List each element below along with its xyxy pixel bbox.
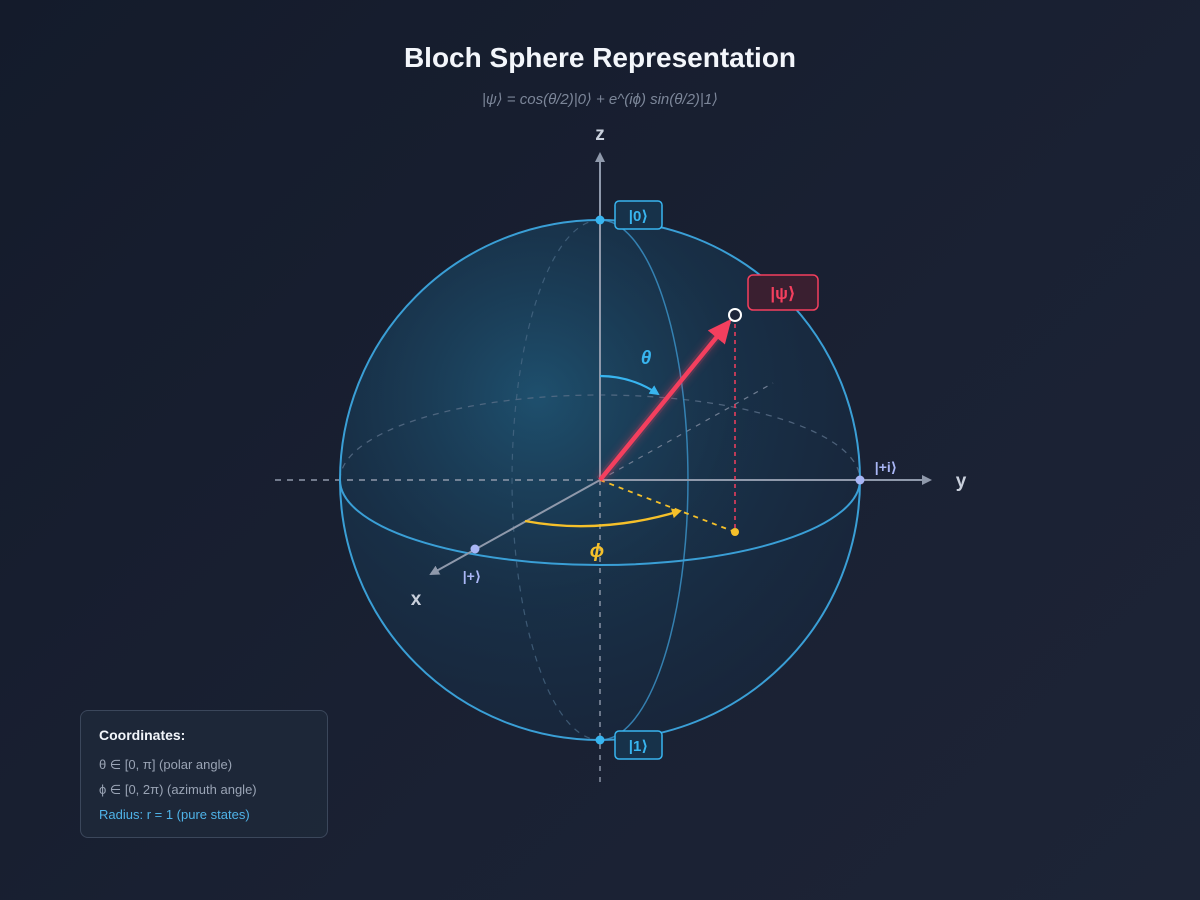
ket0-point [595,215,605,225]
meridian-back [511,219,601,741]
ket0-label: |0⟩ [629,208,648,225]
x-axis-label: x [411,589,422,610]
state-vector [598,318,732,482]
theta-label: θ [641,348,652,369]
phi-arc [524,508,682,528]
theta-range-text: θ ∈ [0, π] (polar angle) [99,757,233,772]
phi-label: ϕ [590,541,604,562]
state-equation: |ψ⟩ = cos(θ/2)|0⟩ + e^(iϕ) sin(θ/2)|1⟩ [481,91,719,108]
phi-range-text: ϕ ∈ [0, 2π) (azimuth angle) [99,782,257,797]
page-title: Bloch Sphere Representation [403,42,797,73]
x-axis [429,479,601,575]
ket1-label: |1⟩ [629,738,648,755]
y-axis-label: y [956,471,967,492]
plus-i-label: |+i⟩ [875,459,897,475]
ket1-point [595,735,605,745]
plus-label: |+⟩ [463,568,482,584]
theta-arc [599,374,660,396]
ket0-badge [614,200,663,230]
plus-i-point [855,475,865,485]
z-axis-label: z [595,124,605,145]
psi-badge [747,274,819,311]
ket1-badge [614,730,663,760]
coordinates-heading: Coordinates: [99,727,186,743]
coordinates-legend: Coordinates: θ ∈ [0, π] (polar angle) ϕ … [80,710,328,838]
plus-point [470,544,480,554]
psi-label: |ψ⟩ [770,284,795,303]
equator-front [339,479,861,566]
state-vector-tip [728,308,742,322]
projection-point [731,528,739,536]
radius-text: Radius: r = 1 (pure states) [99,807,250,822]
phi-projection-line [599,479,736,533]
